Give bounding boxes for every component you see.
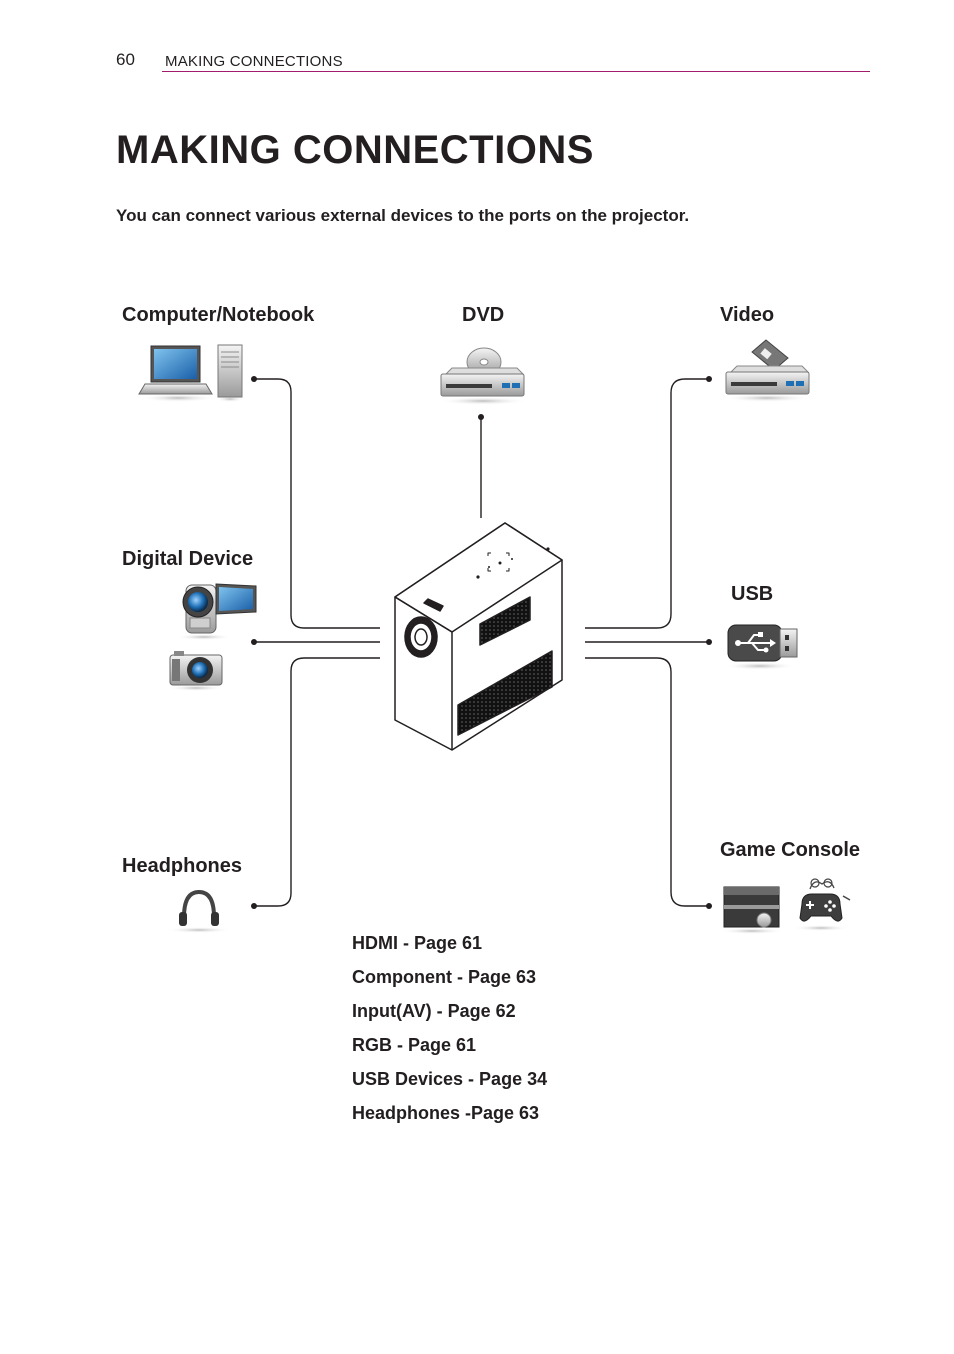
intro-text: You can connect various external devices… xyxy=(116,206,690,225)
reference-input-av: Input(AV) - Page 62 xyxy=(352,1001,516,1021)
reference-headphones: Headphones -Page 63 xyxy=(352,1103,540,1123)
reference-usb-devices: USB Devices - Page 34 xyxy=(352,1069,548,1089)
reference-component: Component - Page 63 xyxy=(352,967,537,987)
label-digital-device: Digital Device xyxy=(122,548,254,570)
connector-dots xyxy=(251,376,712,909)
page-reference-list: HDMI - Page 61 Component - Page 63 Input… xyxy=(352,932,547,1136)
line-computer xyxy=(254,378,380,629)
line-game xyxy=(585,657,709,907)
header-rule xyxy=(162,71,870,72)
label-computer: Computer/Notebook xyxy=(122,304,315,326)
label-usb: USB xyxy=(731,583,774,605)
page-number: 60 xyxy=(116,50,135,69)
camera-icon xyxy=(168,651,224,691)
gamepad-icon xyxy=(793,878,851,931)
reference-hdmi: HDMI - Page 61 xyxy=(352,933,483,953)
dvd-player-icon xyxy=(439,347,527,405)
video-player-icon xyxy=(723,339,811,402)
camcorder-icon xyxy=(176,583,257,640)
laptop-icon xyxy=(138,345,216,402)
label-headphones: Headphones xyxy=(122,855,243,877)
reference-rgb: RGB - Page 61 xyxy=(352,1035,477,1055)
page-title: MAKING CONNECTIONS xyxy=(116,128,594,172)
desktop-tower-icon xyxy=(216,344,244,402)
label-video: Video xyxy=(720,304,775,326)
running-header: MAKING CONNECTIONS xyxy=(165,53,343,70)
projector-icon xyxy=(394,522,563,751)
line-video xyxy=(585,378,709,629)
line-headphones xyxy=(254,657,380,907)
game-console-icon xyxy=(720,886,784,934)
label-dvd: DVD xyxy=(462,304,505,326)
usb-drive-icon xyxy=(724,624,798,670)
label-game-console: Game Console xyxy=(720,839,861,861)
connector-lines xyxy=(254,378,709,907)
headphones-icon xyxy=(167,889,231,933)
